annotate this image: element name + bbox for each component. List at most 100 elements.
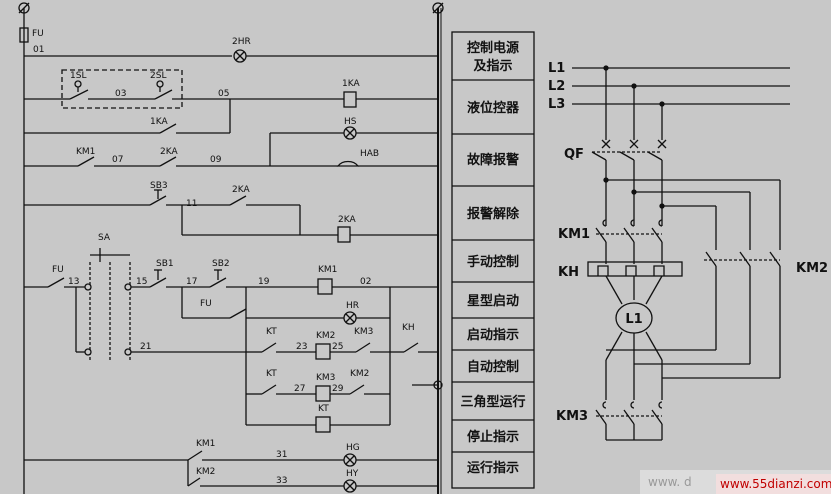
- coil-1ka: [343, 91, 357, 108]
- node-09-label: 09: [210, 155, 222, 165]
- function-label-power-1: 控制电源: [467, 40, 519, 56]
- label-2ka-b: 2KA: [232, 185, 250, 195]
- contactor-km1: [595, 219, 663, 243]
- label-kh-power: KH: [558, 265, 579, 280]
- watermark: www. d www.55dianzi.com: [640, 470, 831, 494]
- lamp-2hr: [233, 49, 247, 63]
- contactor-km3: [595, 401, 663, 425]
- label-km2-a: KM2: [316, 331, 335, 341]
- label-km3-a: KM3: [354, 327, 373, 337]
- node-33-label: 33: [276, 476, 287, 486]
- function-label-start-ind: 启动指示: [467, 327, 519, 343]
- node-02-label: 02: [360, 277, 371, 287]
- lamp-hs: [343, 126, 357, 140]
- label-kt-2: KT: [266, 369, 277, 379]
- function-label-star: 星型启动: [467, 293, 519, 309]
- label-1ka-coil: 1KA: [342, 79, 360, 89]
- node-13-label: 13: [68, 277, 79, 287]
- label-kh: KH: [402, 323, 415, 333]
- label-fu-side: FU: [52, 265, 64, 275]
- label-km3-coil: KM3: [316, 373, 335, 383]
- fuse-symbol: [19, 27, 29, 43]
- label-2ka-coil: 2KA: [338, 215, 356, 225]
- function-label-reset: 报警解除: [467, 206, 520, 222]
- node-27-label: 27: [294, 384, 305, 394]
- node-21-label: 21: [140, 342, 151, 352]
- label-sa: SA: [98, 233, 111, 243]
- lamp-hy: [343, 479, 357, 493]
- label-km1-power: KM1: [558, 227, 590, 242]
- node-11-label: 11: [186, 199, 197, 209]
- label-km1: KM1: [76, 147, 95, 157]
- label-km3-power: KM3: [556, 409, 588, 424]
- function-column: 控制电源 及指示 液位控器 故障报警 报警解除 手动控制 星型启动 启动指示 自…: [451, 31, 535, 489]
- breaker-qf: [591, 139, 667, 161]
- function-label-power-2: 及指示: [473, 58, 512, 74]
- label-kt-coil: KT: [318, 404, 329, 414]
- function-label-auto: 自动控制: [467, 359, 519, 375]
- function-label-level: 液位控器: [467, 100, 520, 116]
- node-17-label: 17: [186, 277, 197, 287]
- label-kt-1: KT: [266, 327, 277, 337]
- label-1sl: 1SL: [70, 71, 86, 81]
- label-hy: HY: [346, 469, 359, 479]
- lamp-hg: [343, 453, 357, 467]
- label-hab: HAB: [360, 149, 379, 159]
- label-sb2: SB2: [212, 259, 230, 269]
- label-hs: HS: [344, 117, 357, 127]
- label-qf: QF: [564, 147, 584, 162]
- node-25-label: 25: [332, 342, 343, 352]
- node-05-label: 05: [218, 89, 229, 99]
- label-km1-coil: KM1: [318, 265, 337, 275]
- function-label-stop: 停止指示: [467, 429, 519, 445]
- label-km2-power: KM2: [796, 261, 828, 276]
- contactor-km2: [704, 180, 781, 267]
- watermark-left: www. d: [648, 475, 692, 489]
- label-2sl: 2SL: [150, 71, 166, 81]
- alarm-bell-hab: [336, 160, 360, 167]
- node-07-label: 07: [112, 155, 123, 165]
- node-29-label: 29: [332, 384, 344, 394]
- coil-2ka: [337, 226, 351, 243]
- label-hr: HR: [346, 301, 359, 311]
- top-left-terminal: [18, 2, 30, 14]
- label-2hr: 2HR: [232, 37, 251, 47]
- thermal-relay-kh: [587, 261, 683, 277]
- coil-km1: [317, 278, 333, 295]
- coil-km3: [315, 385, 331, 402]
- label-km2-c: KM2: [196, 467, 215, 477]
- coil-km2: [315, 343, 331, 360]
- label-km1-b: KM1: [196, 439, 215, 449]
- label-km2-b: KM2: [350, 369, 369, 379]
- coil-kt: [315, 416, 331, 433]
- lamp-hr: [343, 311, 357, 325]
- power-circuit: L1 L2 L3 QF: [548, 61, 828, 441]
- function-label-delta: 三角型运行: [460, 394, 525, 410]
- node-23-label: 23: [296, 342, 307, 352]
- control-circuit: FU 01 2HR 1SL 2SL 03 05 1KA 1KA: [18, 2, 444, 494]
- fuse-top-label: FU: [32, 29, 44, 39]
- function-label-fault: 故障报警: [467, 152, 519, 168]
- function-label-manual: 手动控制: [467, 254, 519, 270]
- label-l2: L2: [548, 79, 565, 94]
- label-2ka-a: 2KA: [160, 147, 178, 157]
- label-l1: L1: [548, 61, 565, 76]
- label-sb1: SB1: [156, 259, 174, 269]
- label-fu-mid: FU: [200, 299, 212, 309]
- node-31-label: 31: [276, 450, 287, 460]
- node-03-label: 03: [115, 89, 126, 99]
- label-motor: L1: [625, 312, 642, 327]
- watermark-right: www.55dianzi.com: [720, 477, 831, 491]
- node-19-label: 19: [258, 277, 270, 287]
- node-01-label: 01: [33, 45, 44, 55]
- label-1ka-contact: 1KA: [150, 117, 168, 127]
- label-hg: HG: [346, 443, 360, 453]
- function-label-run: 运行指示: [467, 460, 519, 476]
- label-sb3: SB3: [150, 181, 168, 191]
- node-15-label: 15: [136, 277, 147, 287]
- top-right-terminal: [432, 2, 444, 14]
- label-l3: L3: [548, 97, 565, 112]
- level-switch-box: [61, 69, 183, 109]
